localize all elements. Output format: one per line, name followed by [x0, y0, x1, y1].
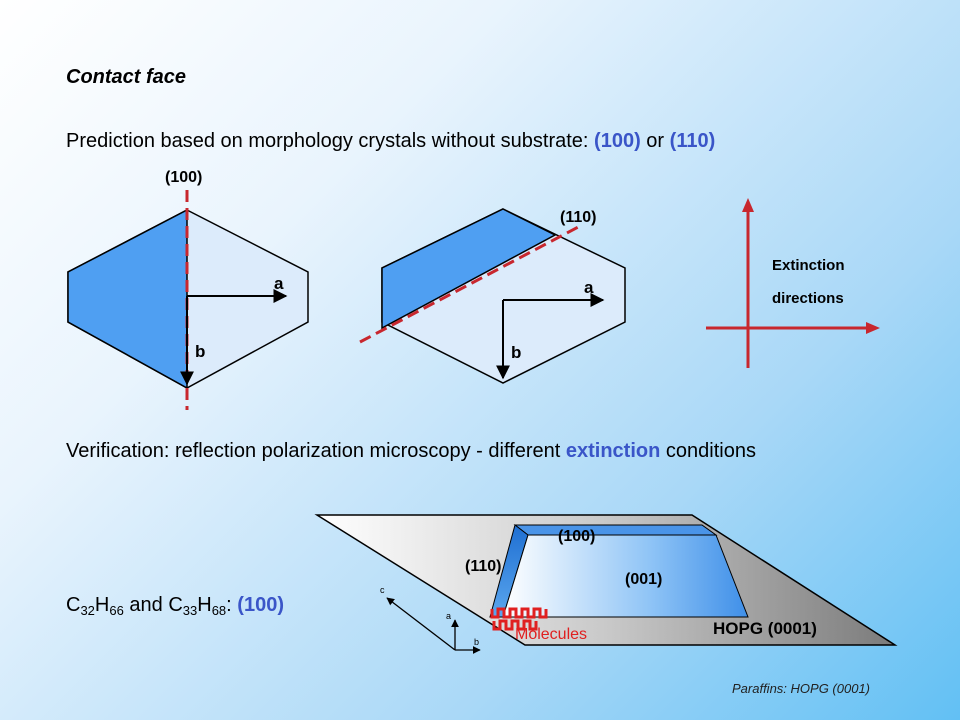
axis-c-label: c [380, 585, 385, 595]
formula-sub: 68 [211, 603, 227, 618]
molecules-label: Molecules [515, 626, 587, 643]
crystal-100-diagram: (100) a b [67, 169, 309, 410]
extinction-label-line2: directions [772, 290, 844, 307]
axis-a-label: a [446, 611, 451, 621]
figure-caption: Paraffins: HOPG (0001) [732, 681, 870, 696]
prediction-text: Prediction based on morphology crystals … [66, 130, 595, 152]
prediction-line: Prediction based on morphology crystals … [66, 130, 715, 153]
formula-colon: : [226, 594, 238, 616]
section-heading: Contact face [66, 66, 187, 88]
prediction-or: or [640, 130, 670, 152]
dashed-plane-110 [359, 223, 583, 344]
axis-b-label: b [195, 342, 205, 361]
face-label-110: (110) [465, 558, 501, 575]
formula-face: (100) [237, 594, 284, 616]
formula-c: C [66, 594, 81, 616]
crystal-110-diagram: (110) a b [359, 208, 626, 384]
formula-sub: 66 [109, 603, 124, 618]
extinction-label-line1: Extinction [772, 257, 845, 274]
formula-h: H [197, 594, 212, 616]
prediction-face-110: (110) [669, 130, 716, 152]
extinction-cross: Extinction directions [706, 198, 880, 368]
plane-label-100: (100) [165, 169, 202, 186]
formula-h: H [94, 594, 110, 616]
verification-text: Verification: reflection polarization mi… [66, 440, 566, 462]
formula-c: C [168, 594, 183, 616]
formula-line: C32H66 and C33H68: (100) [66, 594, 284, 618]
crystal-face-100 [513, 524, 718, 536]
verification-line: Verification: reflection polarization mi… [66, 440, 756, 463]
verification-end: conditions [660, 440, 756, 462]
molecule-chains [490, 607, 548, 619]
molecule-chains [492, 619, 538, 631]
contact-face-100 [67, 208, 188, 390]
formula-sub: 33 [182, 603, 198, 618]
arrow-up-icon [742, 198, 754, 212]
substrate-diagram: (100) (110) (001) Molecules HOPG (0001) … [314, 514, 898, 654]
plane-label-110: (110) [560, 209, 596, 226]
formula-sub: 32 [80, 603, 95, 618]
axis-b-label: b [474, 637, 479, 647]
arrow-right-icon [866, 322, 880, 334]
axis-a-label: a [584, 278, 594, 297]
axis-a-label: a [274, 274, 284, 293]
hopg-label: HOPG (0001) [713, 619, 817, 638]
prediction-face-100: (100) [594, 130, 641, 152]
face-label-100: (100) [558, 528, 595, 545]
axis-c-arrow [386, 597, 456, 651]
axis-b-label: b [511, 343, 521, 362]
formula-and: and [123, 594, 169, 616]
verification-highlight: extinction [565, 440, 661, 462]
crystal-face-001 [502, 534, 749, 618]
face-label-001: (001) [625, 571, 662, 588]
contact-face-110 [381, 208, 557, 330]
